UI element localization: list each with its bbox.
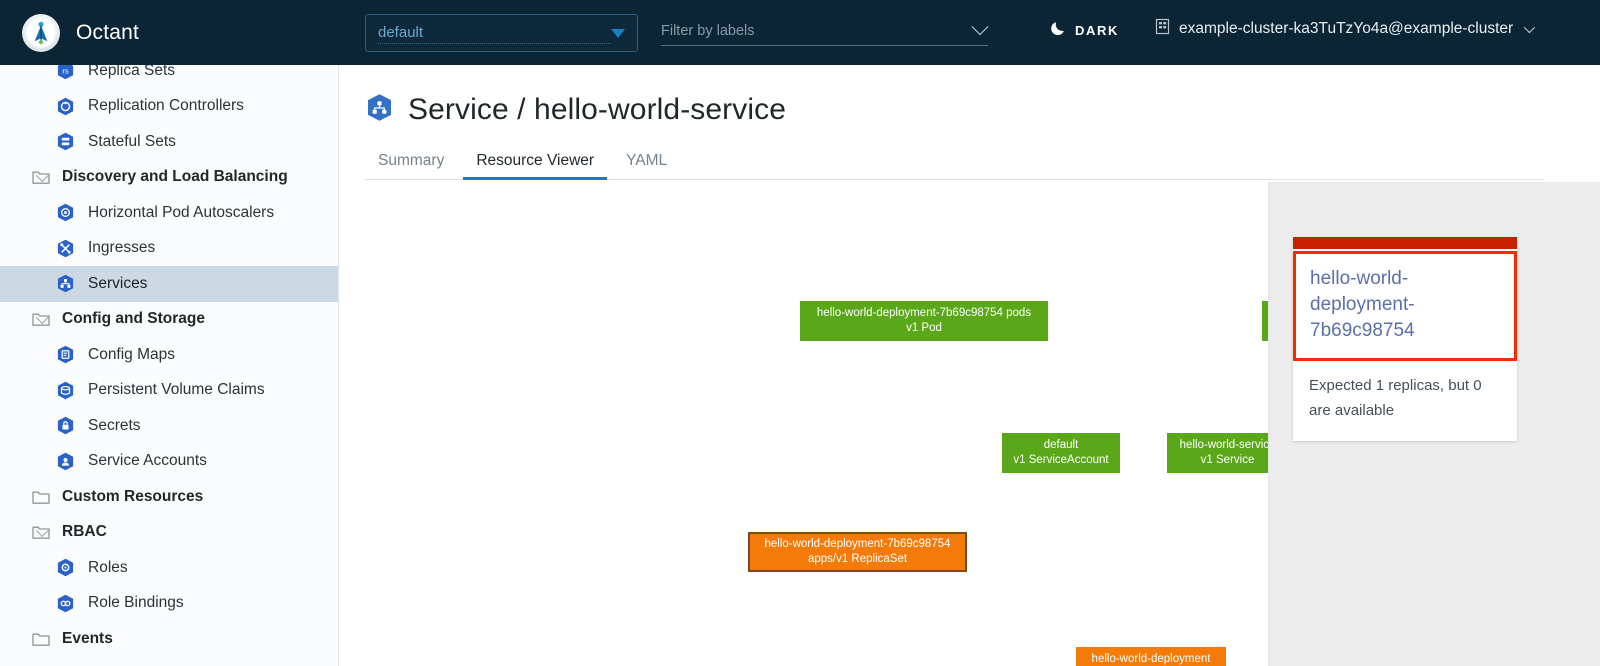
detail-pane: hello-world-deployment-7b69c98754 Expect… bbox=[1268, 182, 1600, 666]
status-detail-card: hello-world-deployment-7b69c98754 Expect… bbox=[1293, 237, 1517, 441]
sidebar-nav[interactable]: rs Replica Sets Replication Controllers S… bbox=[0, 65, 339, 666]
theme-toggle-label: DARK bbox=[1075, 23, 1119, 38]
sidebar-item-label: Config and Storage bbox=[62, 310, 205, 328]
status-accent-bar bbox=[1293, 237, 1517, 249]
sidebar-item-label: Service Accounts bbox=[88, 452, 207, 470]
graph-node-title: hello-world-deployment-7b69c98754 pods bbox=[817, 306, 1031, 321]
cluster-picker[interactable]: example-cluster-ka3TuTzYo4a@example-clus… bbox=[1155, 18, 1532, 40]
sidebar-item-label: RBAC bbox=[62, 523, 107, 541]
sidebar-item-label: Discovery and Load Balancing bbox=[62, 168, 288, 186]
k8s-configmap-icon bbox=[56, 345, 75, 364]
graph-node[interactable]: hello-world-deployment-7b69c98754 podsv1… bbox=[800, 301, 1048, 341]
sidebar-item-ingresses[interactable]: Ingresses bbox=[0, 231, 338, 267]
sidebar-item-label: Stateful Sets bbox=[88, 133, 176, 151]
k8s-rolebinding-icon bbox=[56, 594, 75, 613]
k8s-replicationcontroller-icon bbox=[56, 97, 75, 116]
sidebar-item-label: Replication Controllers bbox=[88, 97, 244, 115]
sidebar-item-label: Events bbox=[62, 630, 113, 648]
octant-logo-icon bbox=[22, 14, 60, 52]
sidebar-item-config-maps[interactable]: Config Maps bbox=[0, 337, 338, 373]
k8s-role-icon bbox=[56, 558, 75, 577]
sidebar-item-custom-resources[interactable]: Custom Resources bbox=[0, 479, 338, 515]
tab-yaml[interactable]: YAML bbox=[613, 152, 680, 179]
main-content: Service / hello-world-service SummaryRes… bbox=[339, 65, 1600, 666]
sidebar-item-secrets[interactable]: Secrets bbox=[0, 408, 338, 444]
sidebar-item-label: Persistent Volume Claims bbox=[88, 381, 265, 399]
graph-node[interactable]: hello-world-deployment-7b69c98754apps/v1… bbox=[748, 532, 967, 572]
sidebar-item-service-accounts[interactable]: Service Accounts bbox=[0, 444, 338, 480]
k8s-service-icon bbox=[56, 274, 75, 293]
k8s-ingress-icon bbox=[56, 239, 75, 258]
graph-node-title: hello-world-service bbox=[1180, 438, 1268, 453]
detail-resource-link[interactable]: hello-world-deployment-7b69c98754 bbox=[1310, 268, 1415, 341]
cluster-name: example-cluster-ka3TuTzYo4a@example-clus… bbox=[1179, 20, 1513, 38]
graph-node-title: default bbox=[1044, 438, 1079, 453]
graph-node-title: hello-world-deployment-7b69c98754 bbox=[764, 537, 950, 552]
chevron-down-icon bbox=[1524, 22, 1535, 33]
detail-message: Expected 1 replicas, but 0 are available bbox=[1293, 361, 1517, 441]
resource-graph[interactable]: hello-world-deployment-7b69c98754 podsv1… bbox=[339, 182, 1268, 666]
page-title-row: Service / hello-world-service bbox=[365, 93, 1600, 127]
k8s-statefulset-icon bbox=[56, 132, 75, 151]
k8s-serviceaccount-icon bbox=[56, 452, 75, 471]
sidebar-item-label: Ingresses bbox=[88, 239, 155, 257]
folder-icon bbox=[32, 631, 50, 647]
graph-node-kind: v1 ServiceAccount bbox=[1013, 453, 1108, 468]
sidebar-item-persistent-volume-claims[interactable]: Persistent Volume Claims bbox=[0, 373, 338, 409]
resource-viewer: hello-world-deployment-7b69c98754 podsv1… bbox=[339, 182, 1600, 666]
sidebar-item-services[interactable]: Services bbox=[0, 266, 338, 302]
folder-icon bbox=[32, 489, 50, 505]
sidebar-item-replica-sets[interactable]: rs Replica Sets bbox=[0, 65, 338, 89]
graph-node[interactable]: defaultv1 ServiceAccount bbox=[1002, 433, 1120, 473]
sidebar-item-horizontal-pod-autoscalers[interactable]: Horizontal Pod Autoscalers bbox=[0, 195, 338, 231]
graph-node[interactable]: hello-world-deploymentapps/v1 Deployment bbox=[1076, 647, 1226, 666]
graph-node-title: hello-world-deployment bbox=[1092, 652, 1211, 666]
sidebar-item-label: Horizontal Pod Autoscalers bbox=[88, 204, 274, 222]
graph-node-kind: v1 Pod bbox=[906, 321, 942, 336]
namespace-select[interactable]: default bbox=[365, 14, 638, 52]
sidebar-item-role-bindings[interactable]: Role Bindings bbox=[0, 586, 338, 622]
graph-edges bbox=[339, 182, 639, 332]
sidebar-item-label: Role Bindings bbox=[88, 594, 184, 612]
cluster-icon bbox=[1155, 18, 1170, 40]
page-title: Service / hello-world-service bbox=[408, 93, 786, 127]
sidebar-item-stateful-sets[interactable]: Stateful Sets bbox=[0, 124, 338, 160]
label-filter-input[interactable]: Filter by labels bbox=[661, 16, 988, 46]
sidebar-item-roles[interactable]: Roles bbox=[0, 550, 338, 586]
graph-node-kind: v1 Service bbox=[1201, 453, 1255, 468]
brand[interactable]: Octant bbox=[22, 14, 139, 52]
sidebar-item-label: Config Maps bbox=[88, 346, 175, 364]
tab-resource-viewer[interactable]: Resource Viewer bbox=[463, 152, 607, 179]
chevron-down-icon bbox=[611, 29, 625, 38]
app-header: Octant default Filter by labels DARK exa… bbox=[0, 0, 1600, 65]
sidebar-item-label: Services bbox=[88, 275, 147, 293]
k8s-hpa-icon bbox=[56, 203, 75, 222]
moon-icon bbox=[1050, 19, 1067, 41]
chevron-down-icon bbox=[972, 18, 989, 35]
theme-toggle-button[interactable]: DARK bbox=[1050, 19, 1119, 41]
namespace-select-value: default bbox=[378, 23, 611, 44]
sidebar-item-label: Roles bbox=[88, 559, 128, 577]
tab-bar[interactable]: SummaryResource ViewerYAML bbox=[365, 147, 1544, 180]
k8s-replicaset-icon: rs bbox=[56, 65, 75, 80]
k8s-pvc-icon bbox=[56, 381, 75, 400]
detail-title-box[interactable]: hello-world-deployment-7b69c98754 bbox=[1293, 251, 1517, 361]
brand-title: Octant bbox=[76, 21, 139, 45]
sidebar-item-replication-controllers[interactable]: Replication Controllers bbox=[0, 89, 338, 125]
sidebar-item-rbac[interactable]: RBAC bbox=[0, 515, 338, 551]
k8s-secret-icon bbox=[56, 416, 75, 435]
graph-node[interactable]: hello-world-servicev1 Service bbox=[1167, 433, 1268, 473]
tab-summary[interactable]: Summary bbox=[365, 152, 457, 179]
k8s-service-icon bbox=[365, 93, 394, 127]
label-filter-placeholder: Filter by labels bbox=[661, 23, 974, 39]
graph-node-kind: apps/v1 ReplicaSet bbox=[808, 552, 907, 567]
sidebar-item-label: Custom Resources bbox=[62, 488, 203, 506]
sidebar-item-events[interactable]: Events bbox=[0, 621, 338, 657]
sidebar-item-discovery-and-load-balancing[interactable]: Discovery and Load Balancing bbox=[0, 160, 338, 196]
svg-text:rs: rs bbox=[62, 67, 69, 76]
sidebar-item-config-and-storage[interactable]: Config and Storage bbox=[0, 302, 338, 338]
sidebar-item-label: Replica Sets bbox=[88, 65, 175, 80]
sidebar-item-label: Secrets bbox=[88, 417, 141, 435]
